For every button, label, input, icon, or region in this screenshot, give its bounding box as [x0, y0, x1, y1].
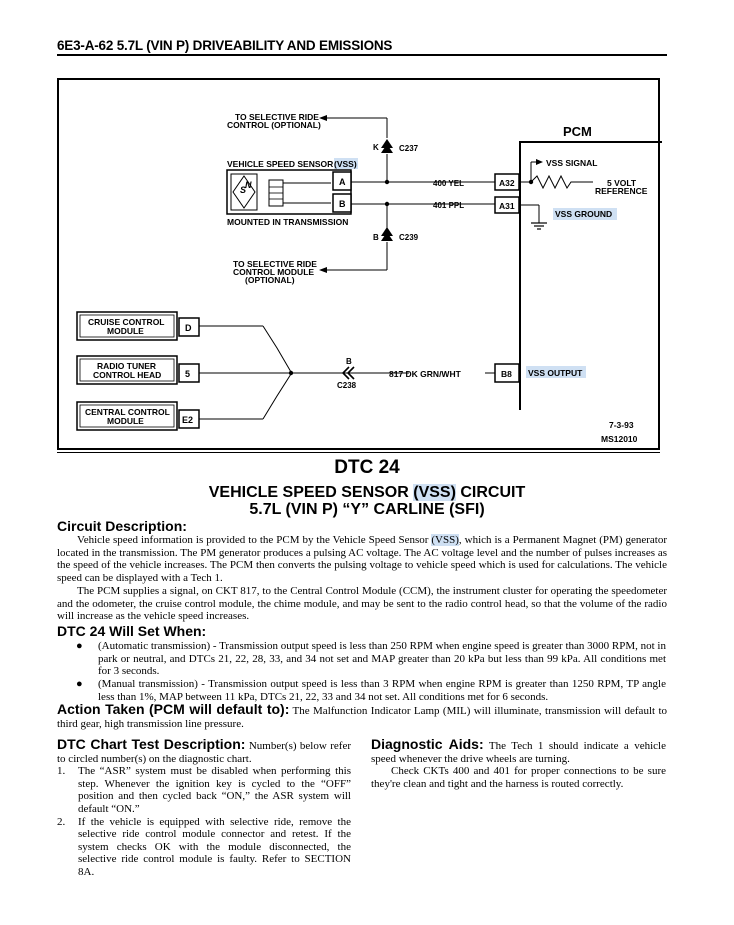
title-line-2: 5.7L (VIN P) “Y” CARLINE (SFI)	[249, 501, 485, 518]
to-selective-module-1: TO SELECTIVE RIDE	[233, 259, 317, 269]
cruise-control-module-box	[76, 311, 178, 341]
connector-c237-icon	[381, 139, 393, 148]
diagram-bottom-rule	[57, 452, 660, 453]
diagnostic-aids-column: Diagnostic Aids: The Tech 1 should indic…	[371, 736, 666, 790]
pin-b: B	[339, 199, 346, 209]
k-label: K	[373, 143, 379, 152]
vss-sensor-box	[226, 169, 352, 215]
radio-pin: 5	[185, 369, 190, 379]
title-line-1: VEHICLE SPEED SENSOR (VSS) CIRCUIT	[208, 484, 526, 501]
central-2: MODULE	[107, 416, 144, 426]
pin-a: A	[339, 177, 346, 187]
circuit-description-p2: The PCM supplies a signal, on CKT 817, t…	[57, 585, 667, 623]
circuit-description-heading: Circuit Description:	[57, 518, 187, 534]
chart-test-column: DTC Chart Test Description: Number(s) be…	[57, 736, 351, 879]
chart-test-list: 1.The “ASR” system must be disabled when…	[57, 765, 351, 878]
central-1: CENTRAL CONTROL	[85, 407, 170, 417]
radio-tuner-box	[76, 355, 178, 385]
cruise-1: CRUISE CONTROL	[88, 317, 165, 327]
to-selective-ride-1: TO SELECTIVE RIDE	[235, 112, 319, 122]
wiring-diagram-svg: PCM TO SELECTIVE RIDE CONTROL (OPTIONAL)…	[76, 112, 662, 444]
will-set-heading: DTC 24 Will Set When:	[57, 623, 207, 639]
header-rule	[57, 54, 667, 56]
five-volt-label: 5 VOLT	[607, 178, 637, 188]
chart-test-intro: DTC Chart Test Description: Number(s) be…	[57, 736, 351, 765]
wiring-diagram: PCM TO SELECTIVE RIDE CONTROL (OPTIONAL)…	[57, 78, 662, 450]
diagnostic-aids-p1: Diagnostic Aids: The Tech 1 should indic…	[371, 736, 666, 765]
c237-label: C237	[399, 144, 419, 153]
radio-1: RADIO TUNER	[97, 361, 156, 371]
to-selective-ride-2: CONTROL (OPTIONAL)	[227, 120, 321, 130]
b-label-c238: B	[346, 357, 352, 366]
wire-401-label: 401 PPL	[433, 201, 464, 210]
to-selective-module-2: CONTROL MODULE	[233, 267, 314, 277]
wire-817-label: 817 DK GRN/WHT	[389, 369, 462, 379]
c238-label: C238	[337, 381, 357, 390]
will-set-bullet-2: ●(Manual transmission) - Transmission ou…	[76, 678, 666, 703]
svg-text:S: S	[240, 185, 246, 195]
mounted-label: MOUNTED IN TRANSMISSION	[227, 217, 348, 227]
will-set-bullet-1: ●(Automatic transmission) - Transmission…	[76, 640, 666, 678]
title-vss-highlight: (VSS)	[413, 484, 456, 501]
cruise-pin: D	[185, 323, 192, 333]
b-label-c239: B	[373, 233, 379, 242]
dtc-number: DTC 24	[334, 457, 400, 478]
c239-label: C239	[399, 233, 419, 242]
vss-signal-label: VSS SIGNAL	[546, 158, 597, 168]
pin-a32: A32	[499, 178, 515, 188]
central-control-box	[76, 401, 178, 431]
wire-400-label: 400 YEL	[433, 179, 464, 188]
diagram-ms-number: MS12010	[601, 434, 638, 444]
pin-b8: B8	[501, 369, 512, 379]
page-header: 6E3-A-62 5.7L (VIN P) DRIVEABILITY AND E…	[57, 38, 393, 53]
diagram-date: 7-3-93	[609, 420, 634, 430]
central-pin: E2	[182, 415, 193, 425]
diagnostic-aids-p2: Check CKTs 400 and 401 for proper connec…	[371, 765, 666, 790]
vss-ground-label: VSS GROUND	[555, 209, 612, 219]
circuit-description-p1: Vehicle speed information is provided to…	[57, 534, 667, 584]
connector-c238-icon	[341, 366, 350, 380]
svg-text:N: N	[245, 180, 252, 190]
action-taken: Action Taken (PCM will default to): The …	[57, 701, 667, 730]
reference-label: REFERENCE	[595, 186, 648, 196]
cruise-2: MODULE	[107, 326, 144, 336]
pcm-label: PCM	[563, 124, 592, 139]
vss-output-label: VSS OUTPUT	[528, 368, 583, 378]
list-item: 2.If the vehicle is equipped with select…	[57, 815, 351, 878]
radio-2: CONTROL HEAD	[93, 370, 161, 380]
list-item: 1.The “ASR” system must be disabled when…	[57, 765, 351, 815]
pin-a31: A31	[499, 201, 515, 211]
svg-text:(VSS): (VSS)	[334, 159, 357, 169]
to-selective-module-3: (OPTIONAL)	[245, 275, 295, 285]
